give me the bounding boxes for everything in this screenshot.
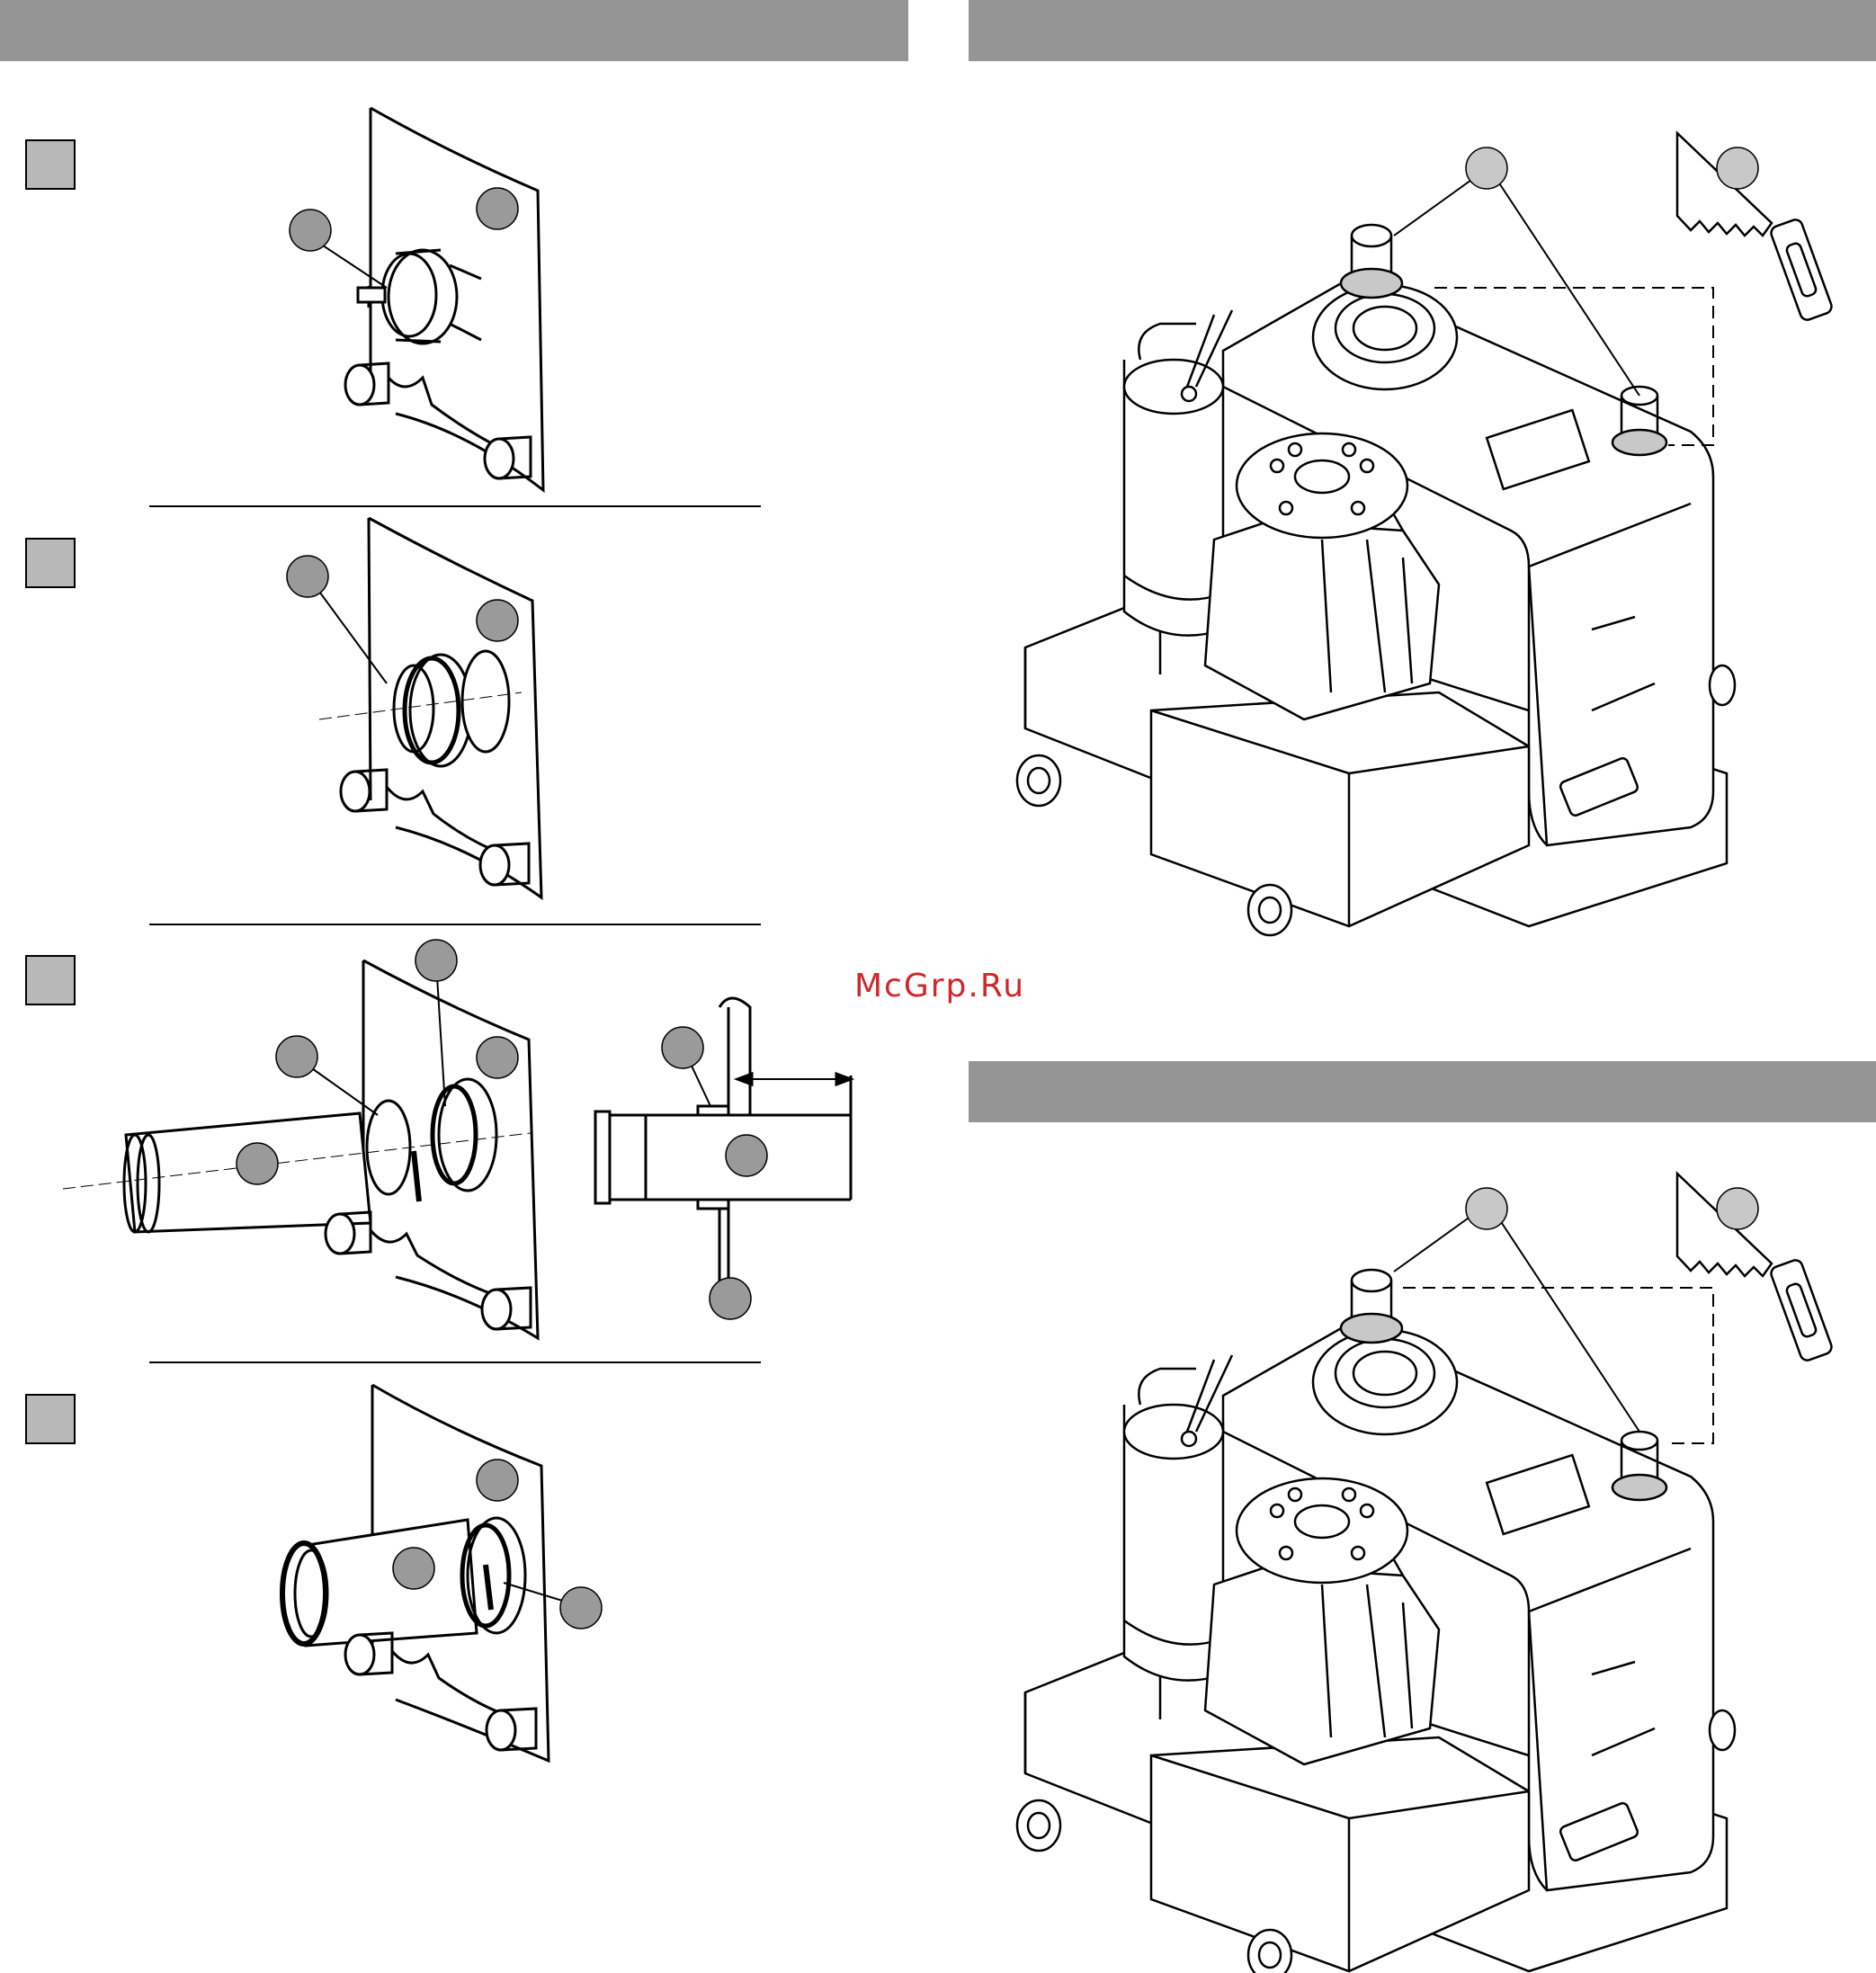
callout-marker (477, 1460, 518, 1501)
callout-marker (1717, 147, 1758, 189)
callout-marker (237, 1143, 278, 1184)
callout-marker (560, 1587, 602, 1629)
lifting-station-icon (1017, 1270, 1735, 1973)
callout-marker (477, 1037, 518, 1078)
callout-marker (393, 1548, 434, 1589)
callout-marker (477, 600, 518, 641)
callout-marker (1717, 1188, 1758, 1229)
callout-marker (710, 1278, 751, 1319)
callout-marker (290, 210, 331, 251)
callout-marker (1466, 1188, 1507, 1229)
callout-marker (477, 188, 518, 229)
step3-leader-b (436, 962, 445, 1106)
callout-marker (662, 1027, 703, 1068)
step1-drawing (345, 108, 543, 490)
callout-marker (276, 1036, 317, 1077)
callout-marker (1466, 147, 1507, 189)
watermark-text: McGrp.Ru (854, 968, 1025, 1004)
lifting-station-icon (1017, 225, 1735, 935)
step2-drawing (319, 518, 541, 897)
callout-marker (415, 940, 457, 981)
callout-marker (287, 556, 328, 597)
callout-marker (726, 1135, 767, 1176)
